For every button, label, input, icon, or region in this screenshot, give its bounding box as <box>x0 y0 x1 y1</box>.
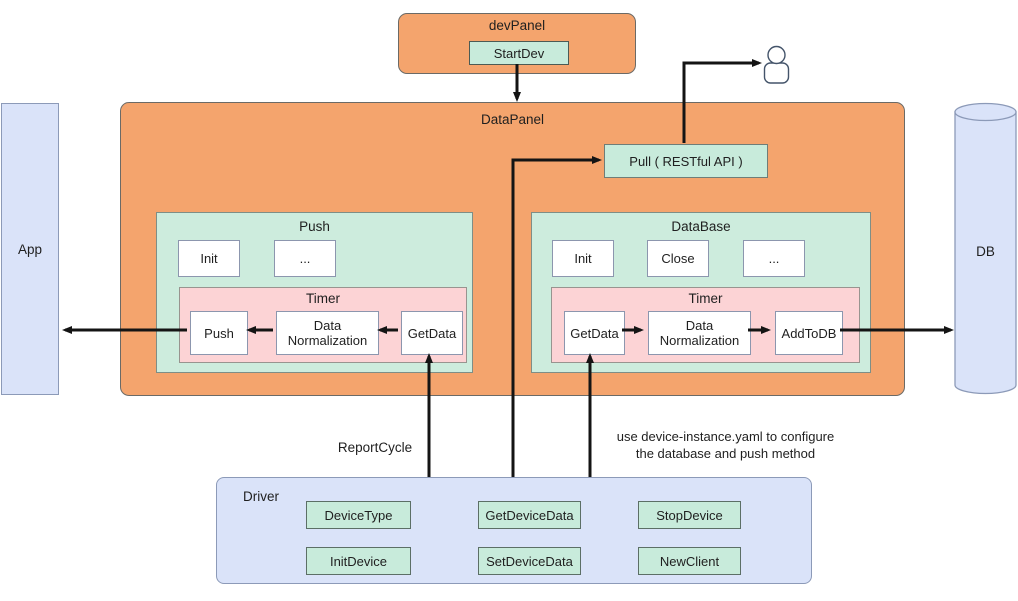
config-note: use device-instance.yaml to configure th… <box>598 428 853 462</box>
user-icon <box>763 45 790 84</box>
startdev-button: StartDev <box>469 41 569 65</box>
database-timer-getdata-box: GetData <box>564 311 625 355</box>
push-init-box: Init <box>178 240 240 277</box>
database-close-box: Close <box>647 240 709 277</box>
push-timer-push-box: Push <box>190 311 248 355</box>
dev-panel-title: devPanel <box>488 18 546 33</box>
reportcycle-label: ReportCycle <box>337 440 413 455</box>
newclient-button: NewClient <box>638 547 741 575</box>
pull-restful-api-box: Pull ( RESTful API ) <box>604 144 768 178</box>
config-note-line2: the database and push method <box>635 446 816 461</box>
push-group-title: Push <box>299 219 330 234</box>
setdevicedata-button: SetDeviceData <box>478 547 581 575</box>
push-timer-box: Timer Push Data Normalization GetData <box>179 287 467 363</box>
database-init-box: Init <box>552 240 614 277</box>
getdevicedata-button: GetDeviceData <box>478 501 581 529</box>
dev-panel: devPanel StartDev <box>398 13 636 74</box>
database-group-title: DataBase <box>671 219 731 234</box>
config-note-line1: use device-instance.yaml to configure <box>616 429 835 444</box>
database-timer-data-normalization-box: Data Normalization <box>648 311 751 355</box>
push-timer-title: Timer <box>306 291 340 306</box>
database-timer-addtodb-box: AddToDB <box>775 311 843 355</box>
push-timer-data-normalization-box: Data Normalization <box>276 311 379 355</box>
stopdevice-button: StopDevice <box>638 501 741 529</box>
app-box: App <box>1 103 59 395</box>
database-ellipsis-box: ... <box>743 240 805 277</box>
push-ellipsis-box: ... <box>274 240 336 277</box>
push-timer-getdata-box: GetData <box>401 311 463 355</box>
database-group: DataBase Init Close ... Timer GetData Da… <box>531 212 871 373</box>
driver-panel: Driver DeviceType GetDeviceData StopDevi… <box>216 477 812 584</box>
database-timer-box: Timer GetData Data Normalization AddToDB <box>551 287 860 363</box>
data-panel: DataPanel Pull ( RESTful API ) Push Init… <box>120 102 905 396</box>
driver-panel-title: Driver <box>243 489 279 504</box>
initdevice-button: InitDevice <box>306 547 411 575</box>
devicetype-button: DeviceType <box>306 501 411 529</box>
database-timer-title: Timer <box>688 291 723 306</box>
data-panel-title: DataPanel <box>480 112 545 127</box>
push-group: Push Init ... Timer Push Data Normalizat… <box>156 212 473 373</box>
db-label: DB <box>976 244 995 259</box>
